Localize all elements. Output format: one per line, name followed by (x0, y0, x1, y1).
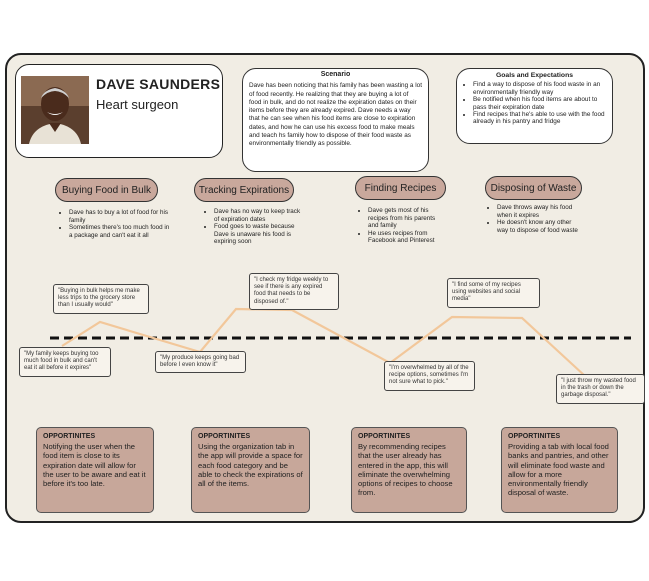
opportunity-card: OPPORTINITES Using the organization tab … (191, 427, 310, 513)
quote-bubble: "I check my fridge weekly to see if ther… (249, 273, 339, 310)
quote-bubble: "I'm overwhelmed by all of the recipe op… (384, 361, 475, 391)
goal-item: Find a way to dispose of his food waste … (473, 81, 606, 96)
bullet: He uses recipes from Facebook and Pinter… (368, 230, 447, 245)
quote-bubble: "I just throw my wasted food in the tras… (556, 374, 645, 404)
bullet: Dave has no way to keep track of expirat… (214, 208, 305, 223)
journey-curve (61, 307, 586, 377)
goal-item: Be notified when his food items are abou… (473, 96, 606, 111)
opportunity-card: OPPORTINITES By recommending recipes tha… (351, 427, 467, 513)
quote-bubble: "I find some of my recipes using website… (447, 278, 540, 308)
persona-photo (21, 76, 89, 144)
opportunity-title: OPPORTINITES (358, 433, 411, 440)
scenario-text: Dave has been noticing that his family h… (249, 82, 423, 148)
bullet: He doesn't know any other way to dispose… (497, 219, 580, 234)
goals-box: Goals and Expectations Find a way to dis… (456, 68, 613, 144)
opportunity-card: OPPORTINITES Notifying the user when the… (36, 427, 154, 513)
opportunity-title: OPPORTINITES (198, 433, 251, 440)
bullet: Dave throws away his food when it expire… (497, 204, 580, 219)
bullet: Sometimes there's too much food in a pac… (69, 224, 170, 239)
bullet: Food goes to waste because Dave is unawa… (214, 223, 305, 246)
stage-buying-food-in-bulk: Buying Food in Bulk (55, 178, 158, 202)
stage-tracking-expirations: Tracking Expirations (194, 178, 294, 202)
opportunity-text: Providing a tab with local food banks an… (508, 442, 609, 498)
quote-bubble: "My family keeps buying too much food in… (19, 347, 111, 377)
opportunity-text: Notifying the user when the food item is… (43, 442, 146, 489)
persona-role: Heart surgeon (96, 97, 179, 112)
stage-1-bullets: Dave has to buy a lot of food for his fa… (60, 209, 170, 239)
opportunity-title: OPPORTINITES (43, 433, 96, 440)
stage-2-bullets: Dave has no way to keep track of expirat… (205, 208, 305, 246)
opportunity-text: By recommending recipes that the user al… (358, 442, 453, 498)
scenario-title: Scenario (320, 71, 351, 78)
opportunity-title: OPPORTINITES (508, 433, 561, 440)
stage-finding-recipes: Finding Recipes (355, 176, 446, 200)
goals-title: Goals and Expectations (495, 72, 574, 79)
quote-bubble: "Buying in bulk helps me make less trips… (53, 284, 149, 314)
bullet: Dave has to buy a lot of food for his fa… (69, 209, 170, 224)
goal-item: Find recipes that he's able to use with … (473, 111, 606, 126)
scenario-box: Scenario Dave has been noticing that his… (242, 68, 429, 172)
quote-bubble: "My produce keeps going bad before I eve… (155, 351, 246, 374)
stage-disposing-of-waste: Disposing of Waste (485, 176, 582, 200)
opportunity-card: OPPORTINITES Providing a tab with local … (501, 427, 618, 513)
persona-name: DAVE SAUNDERS (96, 76, 221, 92)
stage-3-bullets: Dave gets most of his recipes from his p… (359, 207, 447, 245)
stage-4-bullets: Dave throws away his food when it expire… (488, 204, 580, 234)
opportunity-text: Using the organization tab in the app wi… (198, 442, 303, 489)
bullet: Dave gets most of his recipes from his p… (368, 207, 447, 230)
